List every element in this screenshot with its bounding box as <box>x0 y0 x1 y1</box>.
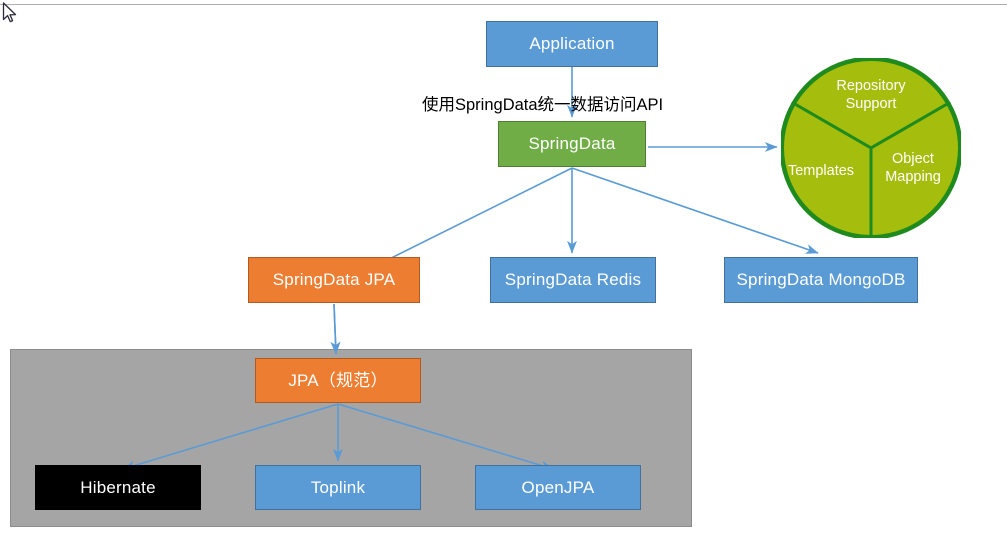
flow-caption: 使用SpringData统一数据访问API <box>422 96 664 114</box>
node-openjpa[interactable]: OpenJPA <box>475 465 641 510</box>
mouse-cursor-icon <box>2 2 17 23</box>
node-jpa-spec[interactable]: JPA（规范） <box>255 358 421 403</box>
pie-svg <box>779 56 963 240</box>
node-application[interactable]: Application <box>486 21 658 67</box>
springdata-capabilities-pie <box>779 56 963 240</box>
node-springdata-redis[interactable]: SpringData Redis <box>490 257 656 303</box>
node-springdata-jpa[interactable]: SpringData JPA <box>248 257 420 303</box>
window-top-divider <box>0 4 1007 5</box>
edge-springdata-jpa-to-jpa-spec-overlay <box>330 303 341 355</box>
node-hibernate[interactable]: Hibernate <box>35 465 201 510</box>
edge-jpa-spec-to-openjpa-overlay <box>337 403 554 471</box>
node-springdata[interactable]: SpringData <box>498 121 646 167</box>
edge-jpa-spec-to-hibernate-overlay <box>122 403 339 471</box>
node-toplink[interactable]: Toplink <box>255 465 421 510</box>
node-springdata-mongodb[interactable]: SpringData MongoDB <box>724 257 918 303</box>
edge-springdata-to-springdata-mongodb <box>571 167 819 254</box>
